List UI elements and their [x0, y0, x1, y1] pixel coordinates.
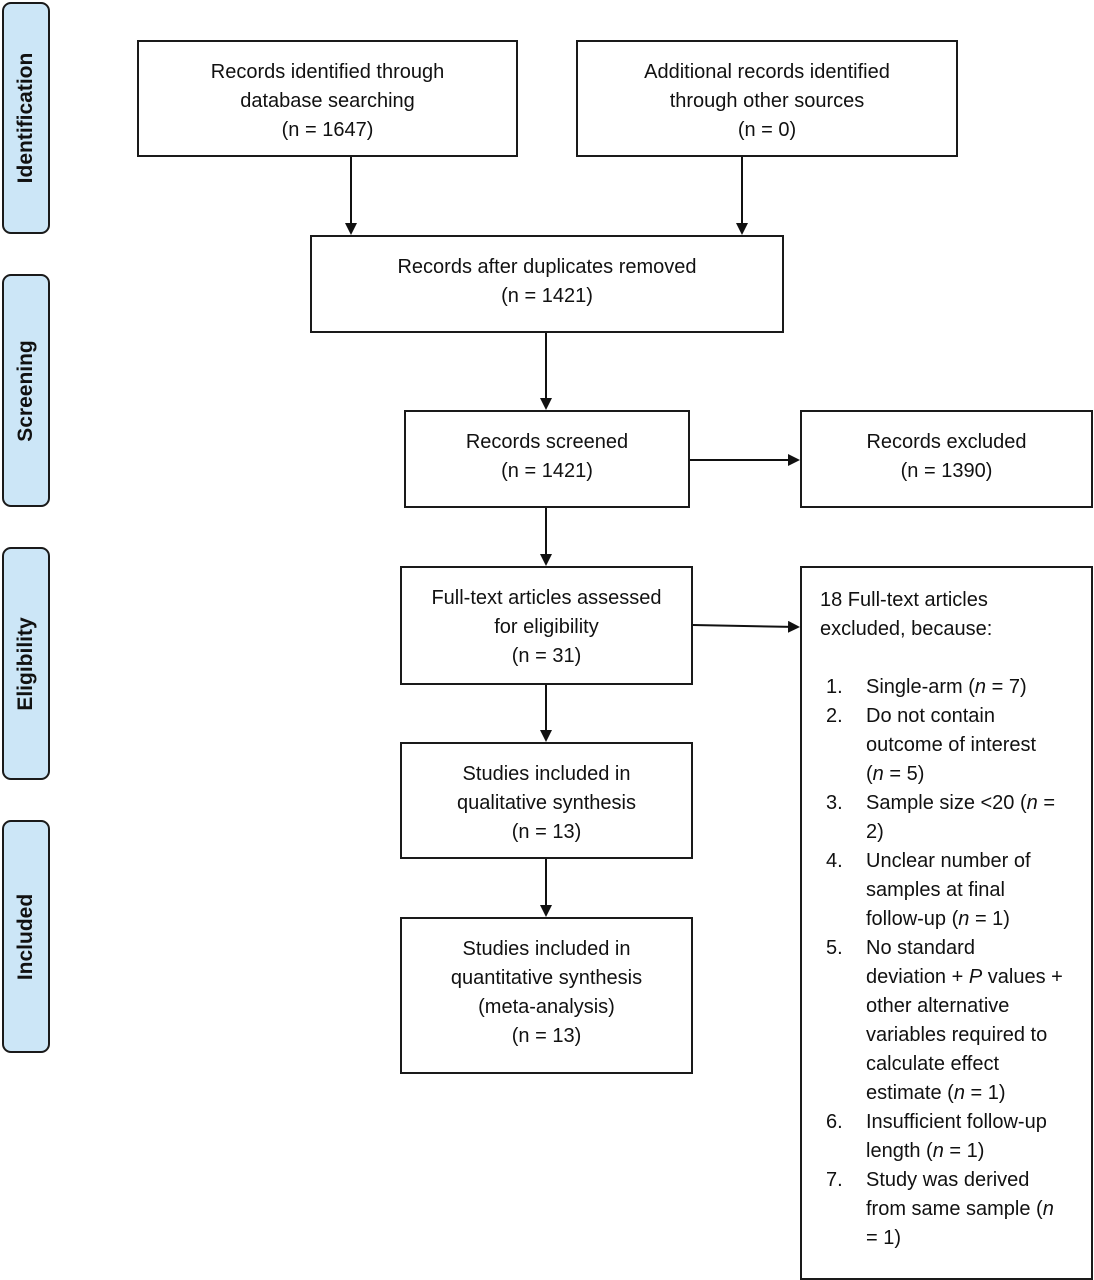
reason-line: length (n = 1)	[866, 1140, 985, 1162]
reason-line: 2)	[866, 821, 884, 843]
box-line: through other sources	[669, 90, 865, 112]
reason-line: Unclear number of	[866, 850, 1031, 872]
box-line: (n = 1421)	[501, 285, 593, 307]
box-line: Full-text articles assessed	[431, 587, 662, 609]
exclusion-intro: 18 Full-text articles excluded, because:…	[802, 568, 1091, 1253]
reason-line: Study was derived	[866, 1169, 1030, 1191]
reason-number: 2.	[826, 705, 843, 727]
reason-line: other alternative	[866, 995, 1010, 1017]
box-line: Records screened	[465, 431, 629, 453]
box-line: Studies included in	[462, 938, 631, 960]
reason-line: follow-up (n = 1)	[866, 908, 1010, 930]
box-line: Records identified through	[210, 61, 445, 83]
reason-text: Single-arm (n = 7)	[866, 673, 1081, 702]
reason-number: 4.	[826, 850, 843, 872]
box-line: excluded, because:	[820, 618, 993, 640]
arrow-fulltext-to-excluded	[692, 620, 800, 633]
reason-line: No standard	[866, 937, 975, 959]
stage-tab-identification: Identification	[2, 2, 50, 234]
box-line: Studies included in	[462, 763, 631, 785]
reason-line: = 1)	[866, 1227, 902, 1249]
reason-line: (n = 5)	[866, 763, 925, 785]
stage-tab-included: Included	[2, 820, 50, 1053]
reason-number: 7.	[826, 1169, 843, 1191]
reason-line: Single-arm (n = 7)	[866, 676, 1027, 698]
quantitative-synthesis-box: Studies included in quantitative synthes…	[400, 917, 693, 1074]
stage-tab-screening: Screening	[2, 274, 50, 507]
box-line: (n = 1421)	[501, 460, 593, 482]
fulltext-assessed-box: Full-text articles assessed for eligibil…	[400, 566, 693, 685]
records-excluded-box: Records excluded (n = 1390)	[800, 410, 1093, 508]
database-records-box: Records identified through database sear…	[137, 40, 518, 157]
reason-text: No standard deviation + P values + other…	[866, 934, 1081, 1108]
qualitative-synthesis-box: Studies included in qualitative synthesi…	[400, 742, 693, 859]
after-duplicates-box: Records after duplicates removed (n = 14…	[310, 235, 784, 333]
reason-text: Do not contain outcome of interest (n = …	[866, 702, 1081, 789]
list-item: 3. Sample size <20 (n = 2)	[820, 789, 1081, 847]
box-line: (n = 1647)	[281, 119, 374, 141]
box-line: Records after duplicates removed	[397, 256, 697, 278]
reason-text: Sample size <20 (n = 2)	[866, 789, 1081, 847]
reason-number: 6.	[826, 1111, 843, 1133]
box-line: for eligibility	[494, 616, 599, 638]
records-screened-box: Records screened (n = 1421)	[404, 410, 690, 508]
box-line: database searching	[240, 90, 415, 112]
stage-tab-eligibility: Eligibility	[2, 547, 50, 780]
reason-line: Do not contain	[866, 705, 995, 727]
reason-line: variables required to	[866, 1024, 1048, 1046]
reason-line: calculate effect	[866, 1053, 1000, 1075]
box-line: (meta-analysis)	[478, 996, 615, 1018]
reason-line: from same sample (n	[866, 1198, 1054, 1220]
fulltext-excluded-box: 18 Full-text articles excluded, because:…	[800, 566, 1093, 1280]
box-line: qualitative synthesis	[457, 792, 636, 814]
box-line: quantitative synthesis	[450, 967, 643, 989]
reason-text: Unclear number of samples at final follo…	[866, 847, 1081, 934]
other-sources-box: Additional records identified through ot…	[576, 40, 958, 157]
list-item: 7. Study was derived from same sample (n…	[820, 1166, 1081, 1253]
list-item: 6. Insufficient follow-up length (n = 1)	[820, 1108, 1081, 1166]
reason-number: 5.	[826, 937, 843, 959]
exclusion-reasons-list: 1. Single-arm (n = 7) 2. Do not contain …	[820, 673, 1081, 1253]
box-line: (n = 13)	[511, 1025, 582, 1047]
reason-number: 1.	[826, 676, 843, 698]
box-line: Records excluded	[866, 431, 1027, 453]
list-item: 1. Single-arm (n = 7)	[820, 673, 1081, 702]
list-item: 5. No standard deviation + P values + ot…	[820, 934, 1081, 1108]
reason-line: outcome of interest	[866, 734, 1037, 756]
box-line: (n = 13)	[511, 821, 582, 843]
reason-text: Insufficient follow-up length (n = 1)	[866, 1108, 1081, 1166]
reason-line: deviation + P values +	[866, 966, 1063, 988]
reason-text: Study was derived from same sample (n = …	[866, 1166, 1081, 1253]
box-line: 18 Full-text articles	[820, 589, 988, 611]
box-line: (n = 1390)	[900, 460, 993, 482]
reason-line: Sample size <20 (n =	[866, 792, 1056, 814]
list-item: 4. Unclear number of samples at final fo…	[820, 847, 1081, 934]
box-line: Additional records identified	[644, 61, 890, 83]
reason-number: 3.	[826, 792, 843, 814]
box-line: (n = 0)	[737, 119, 797, 141]
box-line: (n = 31)	[511, 645, 582, 667]
reason-line: estimate (n = 1)	[866, 1082, 1006, 1104]
reason-line: Insufficient follow-up	[866, 1111, 1047, 1133]
list-item: 2. Do not contain outcome of interest (n…	[820, 702, 1081, 789]
reason-line: samples at final	[866, 879, 1005, 901]
